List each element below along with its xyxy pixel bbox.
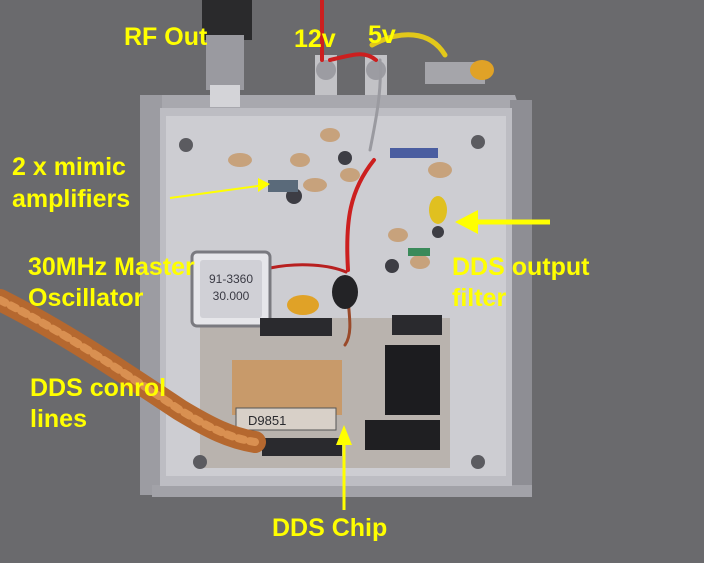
mimic-pointer-icon bbox=[169, 178, 270, 199]
dds-control-cable bbox=[0, 289, 266, 453]
ic-sockets bbox=[260, 315, 442, 415]
label-oscillator-line1: 30MHz Master bbox=[28, 253, 195, 281]
label-dds-filter-line2: filter bbox=[452, 284, 507, 312]
dds-chip-marking: D9851 bbox=[248, 413, 286, 428]
master-oscillator: 91-3360 30.000 bbox=[190, 250, 272, 328]
label-5v: 5v bbox=[368, 21, 396, 49]
label-mimic-line1: 2 x mimic bbox=[12, 153, 126, 181]
label-rf-out: RF Out bbox=[124, 23, 208, 51]
label-control-line2: lines bbox=[30, 405, 87, 433]
center-components bbox=[287, 275, 358, 315]
label-mimic-line2: amplifiers bbox=[12, 185, 131, 213]
label-oscillator-line2: Oscillator bbox=[28, 284, 144, 312]
power-feedthrough-12v bbox=[315, 55, 337, 95]
mounting-screws bbox=[179, 135, 485, 469]
label-12v: 12v bbox=[294, 25, 336, 53]
supply-wires bbox=[268, 0, 448, 347]
amplifier-components bbox=[228, 128, 452, 204]
label-control-line1: DDS conrol bbox=[30, 374, 167, 402]
up-arrow-icon bbox=[336, 425, 352, 510]
left-arrow-icon bbox=[455, 210, 550, 234]
label-dds-chip: DDS Chip bbox=[272, 514, 388, 542]
rf-connector bbox=[202, 0, 252, 107]
rear-connector-right bbox=[425, 60, 494, 84]
dds-chip-board: D9851 bbox=[232, 360, 440, 456]
dds-output-filter bbox=[385, 196, 447, 273]
oscillator-marking-line1: 91-3360 bbox=[209, 272, 253, 286]
label-dds-filter-line1: DDS output bbox=[452, 253, 590, 281]
oscillator-marking-line2: 30.000 bbox=[213, 289, 250, 303]
